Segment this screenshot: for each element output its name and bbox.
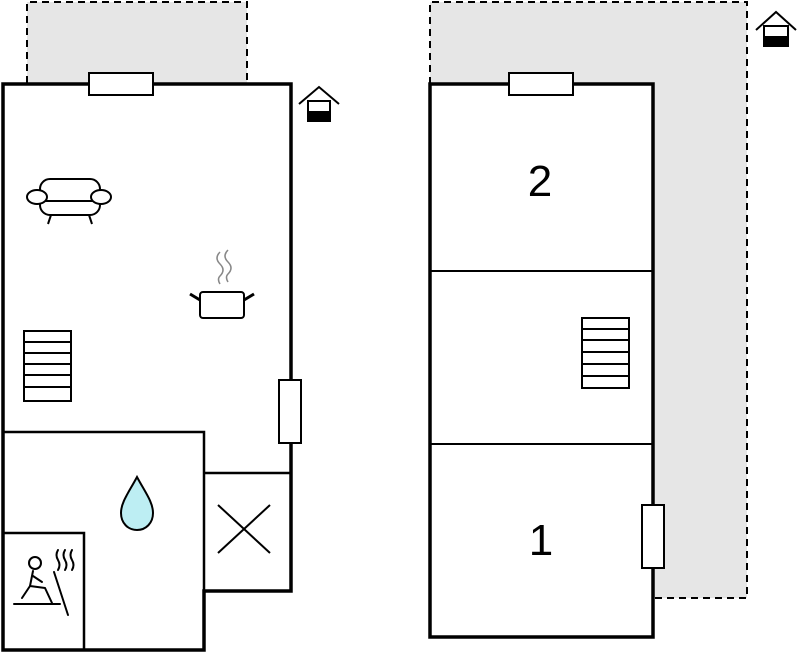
- entrance-house-icon: [755, 10, 797, 47]
- terrace-boundary: [429, 1, 748, 599]
- stairs-icon: [581, 317, 630, 389]
- terrace-area: [26, 1, 248, 83]
- ground-floor-plan: [1, 1, 340, 652]
- window: [641, 504, 665, 569]
- storage-x-icon: [217, 504, 271, 554]
- sofa-icon: [26, 178, 112, 225]
- water-drop-icon: [119, 474, 155, 532]
- window: [88, 72, 154, 96]
- room-label-1: 1: [529, 516, 553, 565]
- entrance-house-icon: [298, 85, 340, 122]
- sauna-icon: [13, 549, 75, 616]
- window: [278, 379, 302, 444]
- cooking-pot-icon: [189, 249, 255, 319]
- sauna-wall: [3, 531, 86, 650]
- upper-floor-plan: 2 1: [428, 1, 797, 639]
- window: [508, 72, 574, 96]
- stairs-icon: [23, 330, 72, 402]
- terrace-area: [430, 2, 747, 598]
- room-label-2: 2: [528, 157, 552, 206]
- bathroom-wall: [3, 430, 206, 650]
